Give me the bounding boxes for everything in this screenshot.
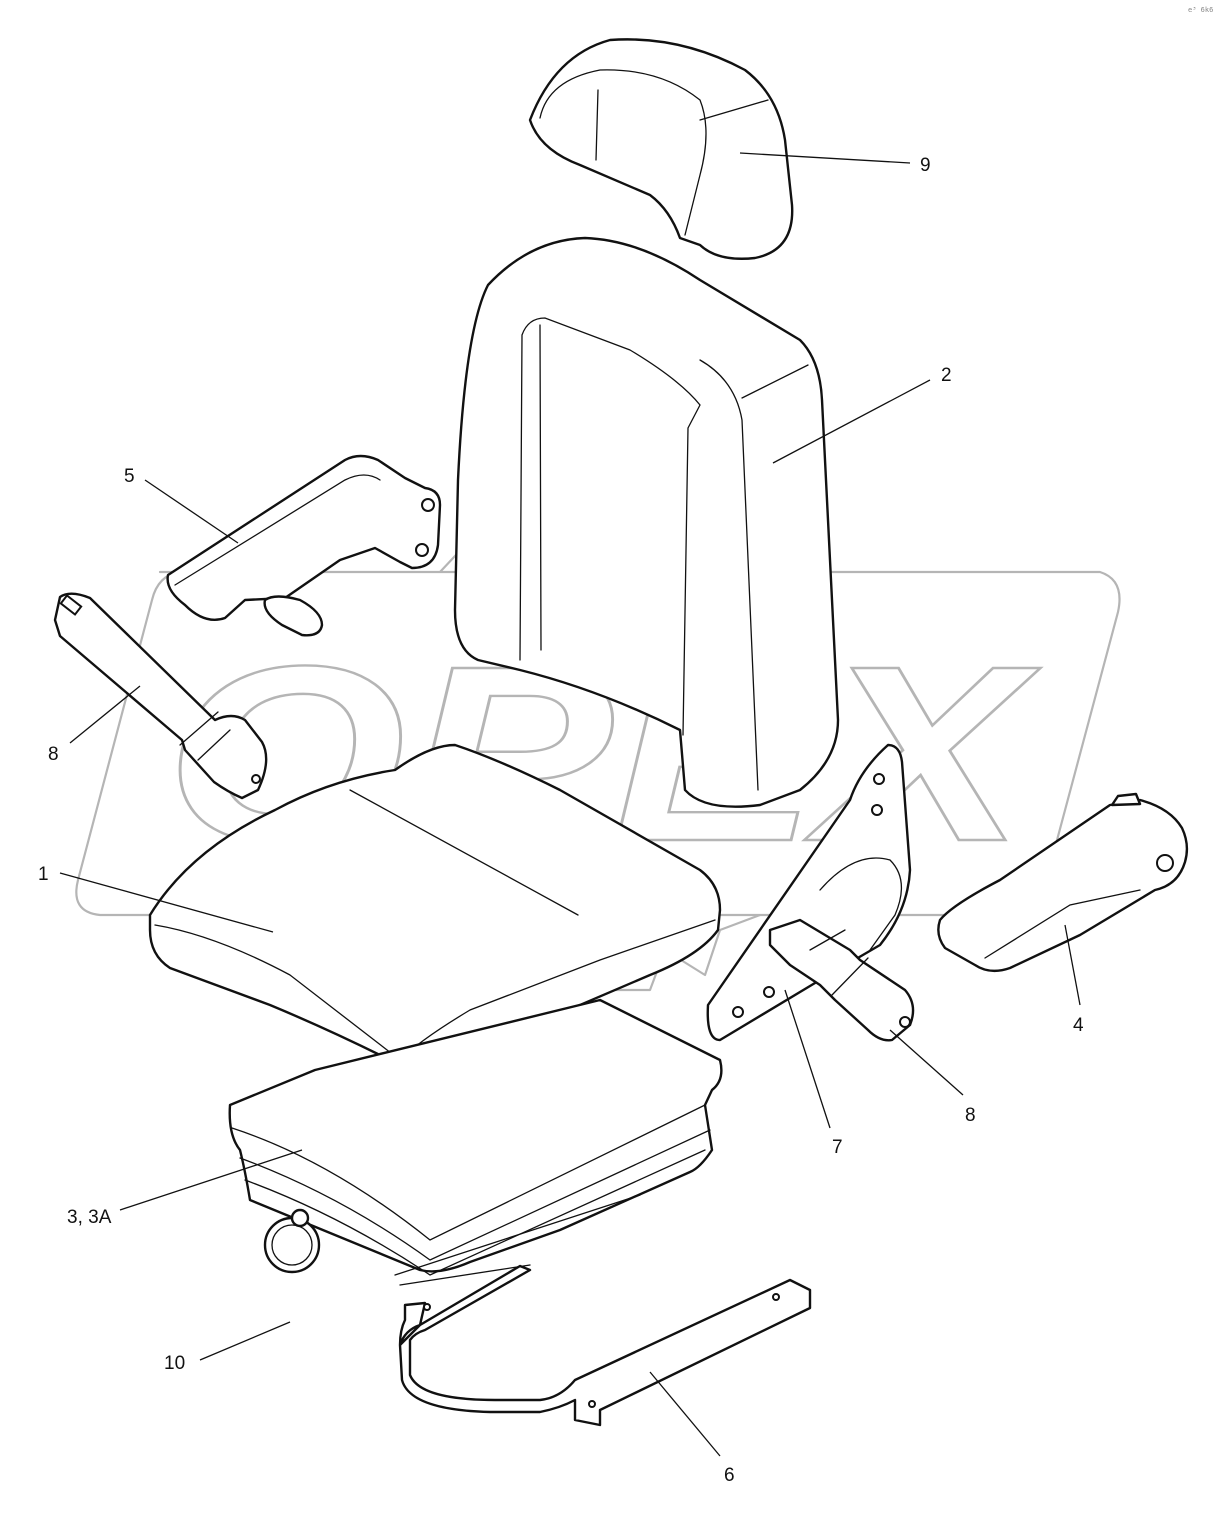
callout-3-3a: 3, 3A	[67, 1207, 112, 1228]
callout-4: 4	[1073, 1015, 1084, 1036]
left-seat-belt	[53, 592, 268, 800]
callout-8-right: 8	[965, 1105, 976, 1126]
callout-5: 5	[124, 466, 135, 487]
callout-6: 6	[724, 1465, 735, 1486]
callout-1: 1	[38, 864, 49, 885]
right-armrest	[937, 792, 1189, 973]
small-cap	[263, 595, 324, 637]
leader-7	[784, 989, 831, 1129]
callout-9: 9	[920, 155, 931, 176]
leader-10	[199, 1321, 291, 1361]
callout-labels: 9 2 5 8 1 3, 3A 10 6 7 8 4	[38, 155, 1084, 1486]
leader-5	[144, 479, 239, 544]
leader-8-left	[69, 685, 141, 744]
backrest	[453, 236, 840, 808]
seat-bracket	[706, 743, 912, 1042]
leader-8-right	[889, 1029, 964, 1096]
callout-7: 7	[832, 1137, 843, 1158]
leader-4	[1064, 924, 1081, 1006]
callout-2: 2	[941, 365, 952, 386]
leader-3	[119, 1149, 303, 1211]
leader-lines	[59, 152, 1081, 1457]
corner-mark: e³ 6k6	[1188, 6, 1213, 14]
suspension-base	[228, 998, 723, 1286]
seat-cushion	[148, 743, 722, 1106]
left-armrest	[166, 454, 442, 622]
callout-10: 10	[164, 1353, 185, 1374]
callout-8-left: 8	[48, 744, 59, 765]
right-seat-belt	[768, 918, 915, 1042]
leader-2	[772, 379, 931, 464]
leader-9	[739, 152, 911, 164]
headrest	[528, 38, 794, 260]
leader-6	[649, 1371, 721, 1457]
slide-rail	[398, 1264, 812, 1427]
adjustment-knob	[263, 1208, 321, 1274]
leader-1	[59, 872, 274, 933]
